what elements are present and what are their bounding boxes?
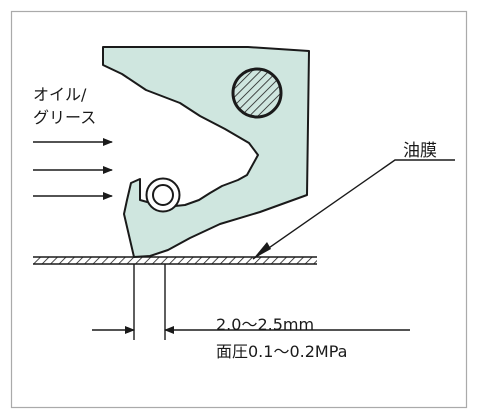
surface-pressure-label: 面圧0.1〜0.2MPa [216,342,348,361]
oil-film-leader-arrowhead [253,242,271,259]
spring-ring-inner [152,184,174,206]
shaft-surface-hatched [33,257,317,264]
seal-lip-body [102,46,310,258]
oil-film-label: 油膜 [403,141,437,161]
hatched-bolt-circle [231,67,283,119]
gap-dimension-label: 2.0〜2.5mm [216,315,315,334]
oil-film-leader-line [252,159,455,260]
oil-grease-label-line2: グリース [33,108,97,127]
oil-grease-label-line1: オイル/ [33,85,87,104]
figure-frame [10,10,468,409]
